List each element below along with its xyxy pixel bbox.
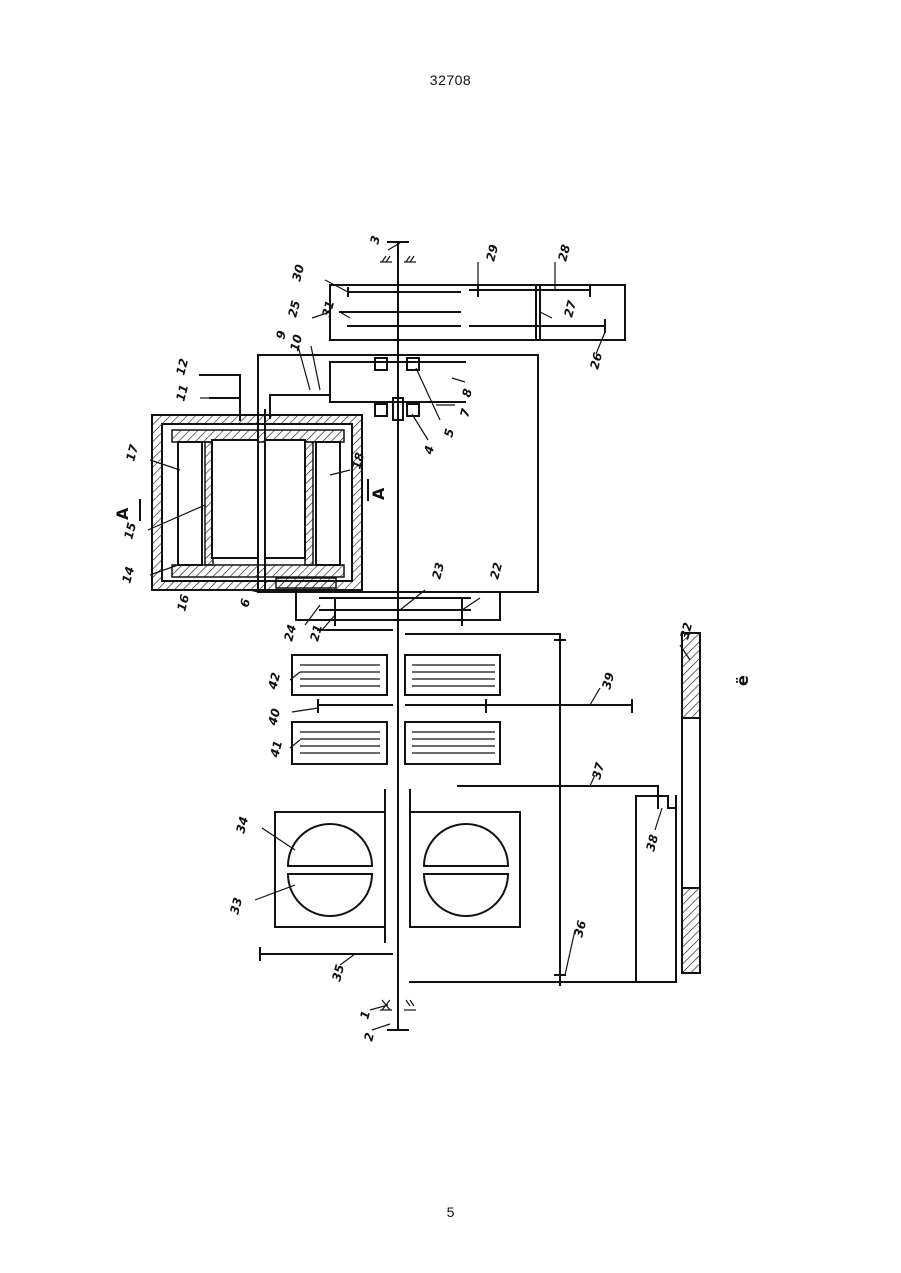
label-42: 42	[265, 671, 283, 692]
gear-39-40	[318, 700, 632, 712]
label-34: 34	[233, 815, 251, 835]
label-7: 7	[457, 406, 473, 418]
label-2: 2	[361, 1031, 377, 1043]
label-25: 25	[285, 299, 303, 319]
output-gears	[260, 808, 676, 982]
disc-pack-42	[292, 655, 500, 695]
page-number: 5	[0, 1204, 901, 1220]
label-17: 17	[123, 442, 141, 462]
label-33: 33	[227, 896, 245, 916]
label-1: 1	[357, 1009, 373, 1021]
disc-pack-41	[292, 722, 500, 764]
label-27: 27	[561, 298, 579, 318]
label-26: 26	[587, 351, 605, 371]
label-15: 15	[121, 521, 139, 541]
label-18: 18	[349, 451, 367, 471]
label-9: 9	[273, 329, 289, 341]
label-24: 24	[281, 623, 299, 643]
label-37: 37	[589, 760, 607, 780]
label-16: 16	[174, 593, 192, 613]
label-21: 21	[307, 623, 325, 643]
figure-caption: ë	[733, 675, 752, 686]
label-12: 12	[173, 357, 191, 377]
section-label-bottom: A	[369, 487, 388, 500]
label-22: 22	[487, 561, 505, 581]
label-11: 11	[173, 383, 191, 403]
label-6: 6	[237, 597, 253, 609]
upper-gear-housing	[330, 285, 625, 340]
label-4: 4	[421, 444, 437, 457]
label-40: 40	[265, 707, 283, 728]
label-10: 10	[287, 333, 305, 353]
label-3: 3	[367, 234, 383, 246]
label-29: 29	[483, 243, 501, 263]
label-41: 41	[267, 739, 285, 760]
label-5: 5	[441, 427, 457, 439]
label-36: 36	[571, 919, 589, 939]
label-28: 28	[555, 243, 573, 263]
label-35: 35	[329, 963, 347, 983]
label-8: 8	[459, 387, 475, 399]
support-32	[682, 633, 700, 973]
section-label-top: A	[113, 507, 132, 520]
lever-37-38	[458, 786, 676, 982]
label-14: 14	[119, 565, 137, 585]
label-23: 23	[429, 561, 447, 581]
label-38: 38	[643, 833, 661, 853]
label-30: 30	[289, 263, 307, 283]
label-39: 39	[599, 671, 617, 691]
label-31: 31	[319, 299, 337, 319]
